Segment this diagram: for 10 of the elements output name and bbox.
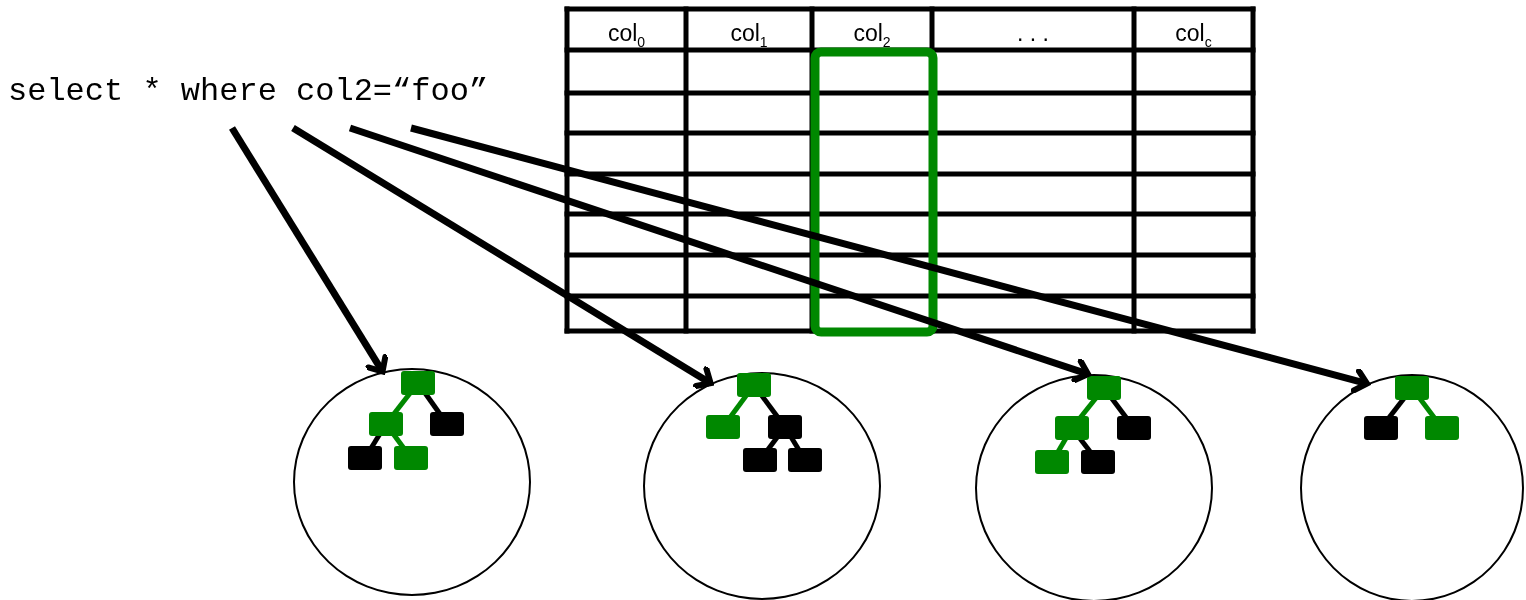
arrow <box>291 125 714 389</box>
arrow <box>229 126 389 375</box>
column-header: col$_{2}$ <box>852 20 892 52</box>
query-text: select * where col2=“foo” <box>8 72 496 128</box>
column-header: col$_{c}$ <box>1174 20 1213 52</box>
column-header: . . . <box>1016 20 1050 46</box>
column-header: col$_{0}$ <box>606 20 647 52</box>
column-header: col$_{1}$ <box>729 20 769 52</box>
arrow <box>410 124 1370 394</box>
arrow <box>348 124 1091 384</box>
